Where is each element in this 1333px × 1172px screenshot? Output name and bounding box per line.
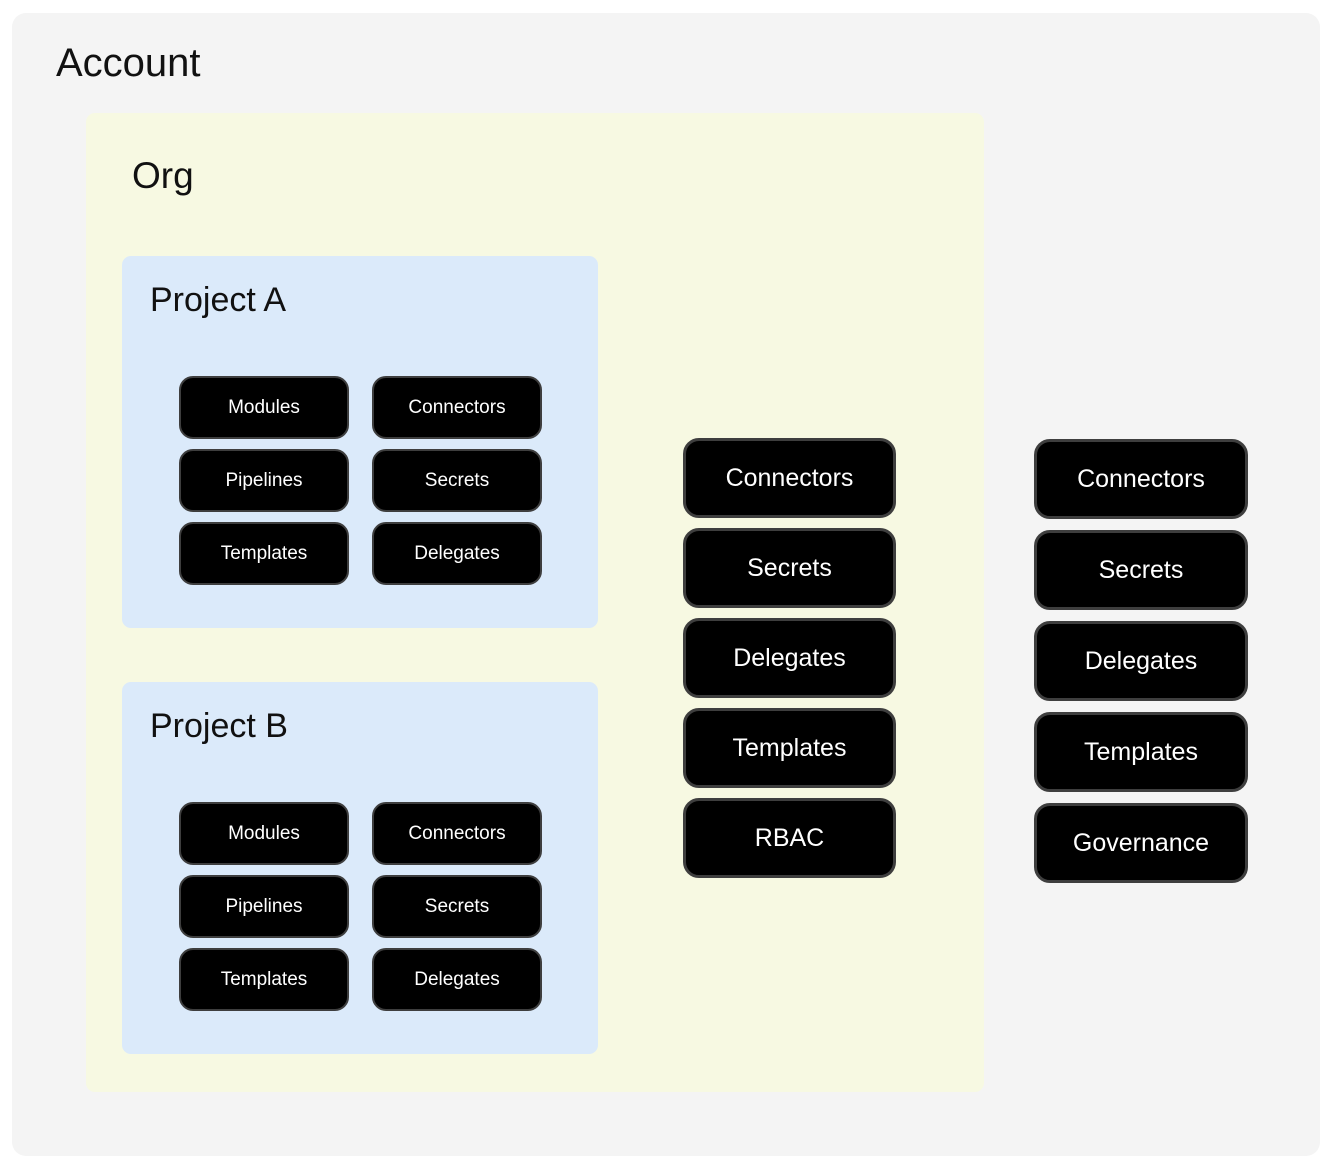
account-pill-connectors: Connectors bbox=[1034, 439, 1248, 519]
project-a-title: Project A bbox=[150, 281, 287, 319]
account-pill-governance: Governance bbox=[1034, 803, 1248, 883]
project-b-title: Project B bbox=[150, 707, 288, 745]
project-a-pill-grid: Modules Connectors Pipelines Secrets Tem… bbox=[179, 376, 542, 585]
org-pill-delegates: Delegates bbox=[683, 618, 896, 698]
project-a-pill-delegates: Delegates bbox=[372, 522, 542, 585]
project-a-pill-pipelines: Pipelines bbox=[179, 449, 349, 512]
account-title: Account bbox=[56, 41, 201, 85]
project-a-pill-secrets: Secrets bbox=[372, 449, 542, 512]
project-b-pill-secrets: Secrets bbox=[372, 875, 542, 938]
org-pill-rbac: RBAC bbox=[683, 798, 896, 878]
project-a-pill-modules: Modules bbox=[179, 376, 349, 439]
project-b-container: Project B Modules Connectors Pipelines S… bbox=[122, 682, 598, 1054]
org-pill-connectors: Connectors bbox=[683, 438, 896, 518]
account-pill-delegates: Delegates bbox=[1034, 621, 1248, 701]
project-b-pill-delegates: Delegates bbox=[372, 948, 542, 1011]
project-b-pill-connectors: Connectors bbox=[372, 802, 542, 865]
project-b-pill-templates: Templates bbox=[179, 948, 349, 1011]
account-pill-secrets: Secrets bbox=[1034, 530, 1248, 610]
account-container: Account Org Project A Modules Connectors… bbox=[12, 13, 1320, 1156]
project-a-container: Project A Modules Connectors Pipelines S… bbox=[122, 256, 598, 628]
project-a-pill-templates: Templates bbox=[179, 522, 349, 585]
account-pill-templates: Templates bbox=[1034, 712, 1248, 792]
project-b-pill-modules: Modules bbox=[179, 802, 349, 865]
account-pill-column: Connectors Secrets Delegates Templates G… bbox=[1034, 439, 1248, 883]
project-b-pill-pipelines: Pipelines bbox=[179, 875, 349, 938]
project-a-pill-connectors: Connectors bbox=[372, 376, 542, 439]
project-b-pill-grid: Modules Connectors Pipelines Secrets Tem… bbox=[179, 802, 542, 1011]
org-pill-column: Connectors Secrets Delegates Templates R… bbox=[683, 438, 896, 878]
org-title: Org bbox=[132, 155, 194, 196]
org-pill-templates: Templates bbox=[683, 708, 896, 788]
org-pill-secrets: Secrets bbox=[683, 528, 896, 608]
org-container: Org Project A Modules Connectors Pipelin… bbox=[86, 113, 984, 1092]
